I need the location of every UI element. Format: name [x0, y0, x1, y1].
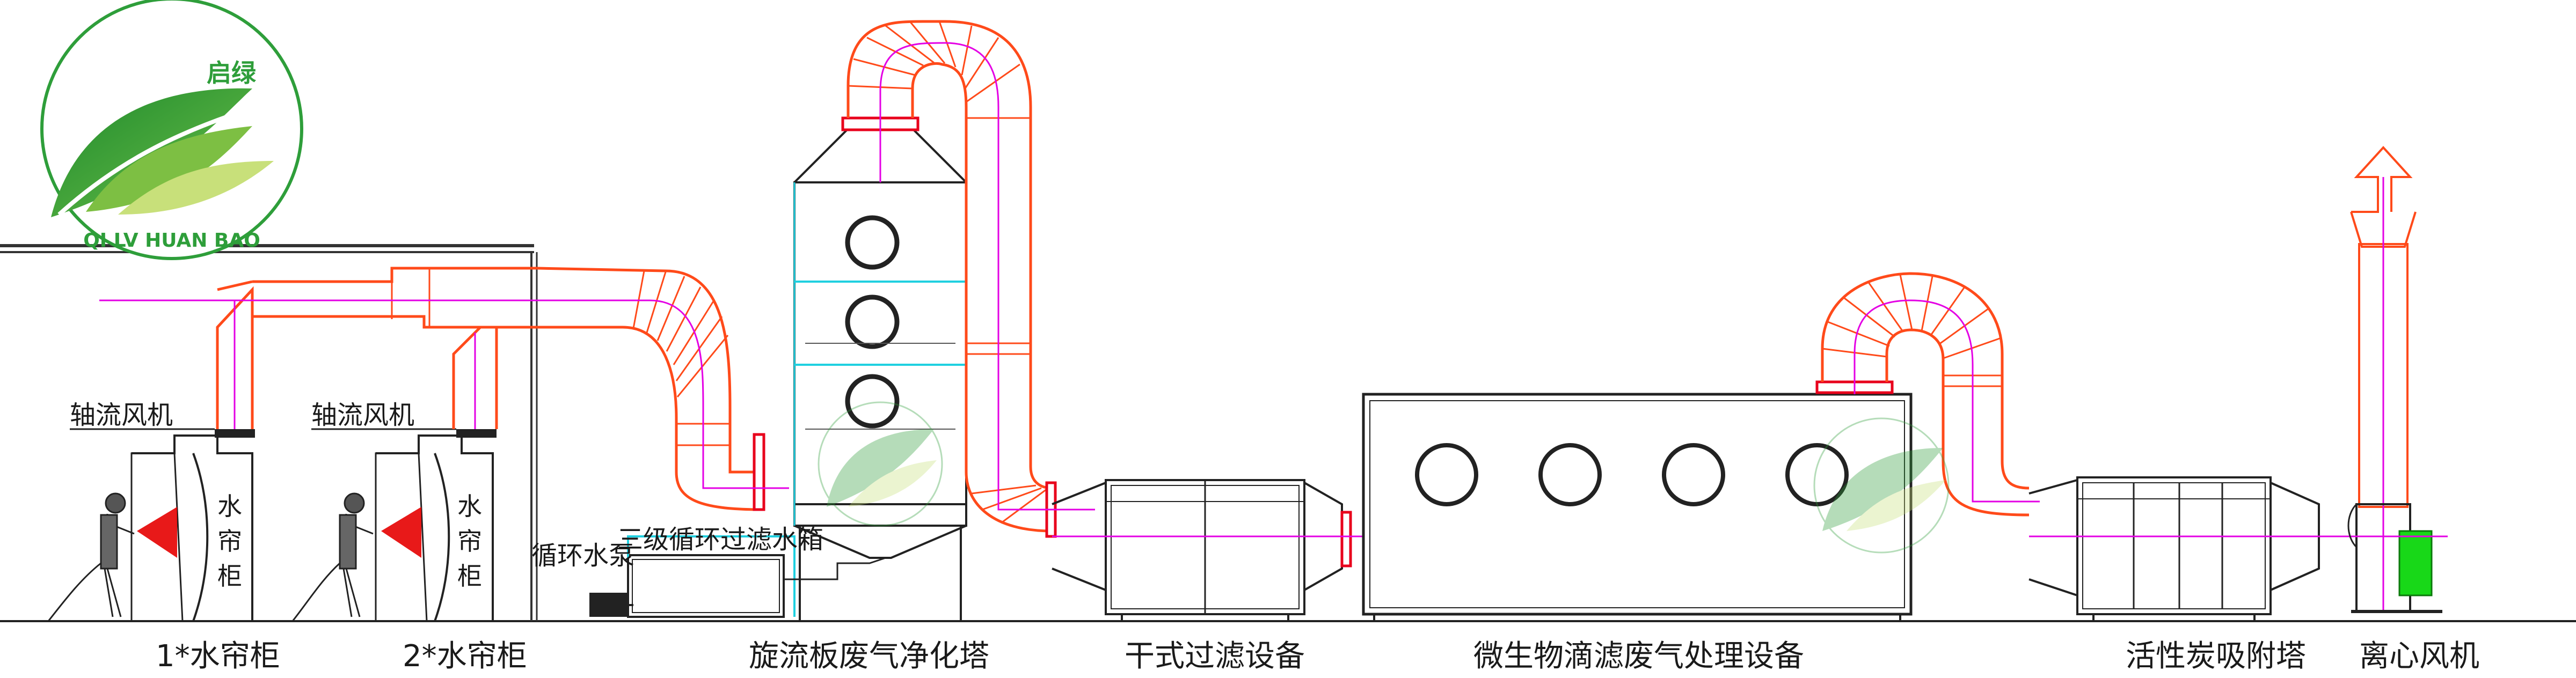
bio-outlet-duct: [1815, 272, 2040, 517]
porthole-icon: [1662, 443, 1725, 506]
spray-icon: [137, 507, 177, 558]
watermark-logo: [818, 401, 943, 527]
worker-figure-icon: [47, 492, 135, 622]
caption-centrifugal-fan: 离心风机: [2359, 639, 2479, 674]
pump-icon: [589, 593, 627, 617]
caption-bio-filter: 微生物滴滤废气处理设备: [1473, 639, 1804, 674]
centrifugal-fan: [2347, 146, 2448, 613]
logo-name-en: QI LV HUAN BAO: [83, 230, 260, 252]
company-logo: 启绿 QI LV HUAN BAO: [40, 0, 303, 260]
porthole-icon: [845, 374, 900, 429]
axial-fan-label: 轴流风机: [70, 400, 173, 430]
porthole-icon: [1785, 443, 1849, 506]
logo-name-cn: 启绿: [207, 58, 257, 87]
water-curtain-label-char: 水: [457, 492, 482, 521]
caption-water-curtain-2: 2*水帘柜: [403, 639, 527, 674]
bio-trickling-filter-unit: [1362, 393, 1913, 621]
watermark-logo: [1813, 417, 1950, 554]
caption-cyclone-tower: 旋流板废气净化塔: [749, 639, 989, 674]
porthole-icon: [845, 294, 900, 349]
water-curtain-cabinet-1: 水 帘 柜: [47, 434, 253, 622]
water-curtain-label-char: 帘: [217, 527, 242, 556]
leaf-icon: [86, 126, 252, 212]
pump-label: 循环水泵: [531, 541, 634, 571]
water-curtain-label-char: 水: [217, 492, 242, 521]
caption-dry-filter: 干式过滤设备: [1125, 639, 1305, 674]
fan-motor-icon: [2398, 530, 2433, 596]
axial-fan-1: 轴流风机: [70, 400, 255, 438]
axial-fan-2: 轴流风机: [311, 400, 497, 438]
water-curtain-label-char: 柜: [217, 562, 242, 591]
equipment-captions: 1*水帘柜 2*水帘柜 旋流板废气净化塔 干式过滤设备 微生物滴滤废气处理设备 …: [156, 639, 2479, 674]
worker-figure-icon: [291, 492, 374, 622]
tower-outlet-duct: [841, 20, 1095, 538]
filter-water-tank: 三级循环过滤水箱: [617, 525, 886, 618]
caption-water-curtain-1: 1*水帘柜: [156, 639, 280, 674]
dry-filter-unit: [1052, 479, 1363, 621]
spray-icon: [381, 507, 421, 558]
axial-fan-label: 轴流风机: [311, 400, 414, 430]
water-curtain-label-char: 柜: [457, 562, 482, 591]
water-curtain-cabinet-2: 水 帘 柜: [291, 434, 494, 622]
inlet-duct: [99, 267, 789, 511]
filter-tank-label: 三级循环过滤水箱: [617, 525, 823, 555]
porthole-icon: [1538, 443, 1602, 506]
caption-carbon-tower: 活性炭吸附塔: [2126, 639, 2306, 674]
porthole-icon: [1415, 443, 1478, 506]
activated-carbon-tower: [2028, 476, 2351, 621]
porthole-icon: [845, 215, 900, 270]
leaf-icon: [118, 161, 274, 215]
water-curtain-label-char: 帘: [457, 527, 482, 556]
building-roof: [0, 244, 538, 621]
circulation-pump: 循环水泵: [531, 541, 634, 617]
